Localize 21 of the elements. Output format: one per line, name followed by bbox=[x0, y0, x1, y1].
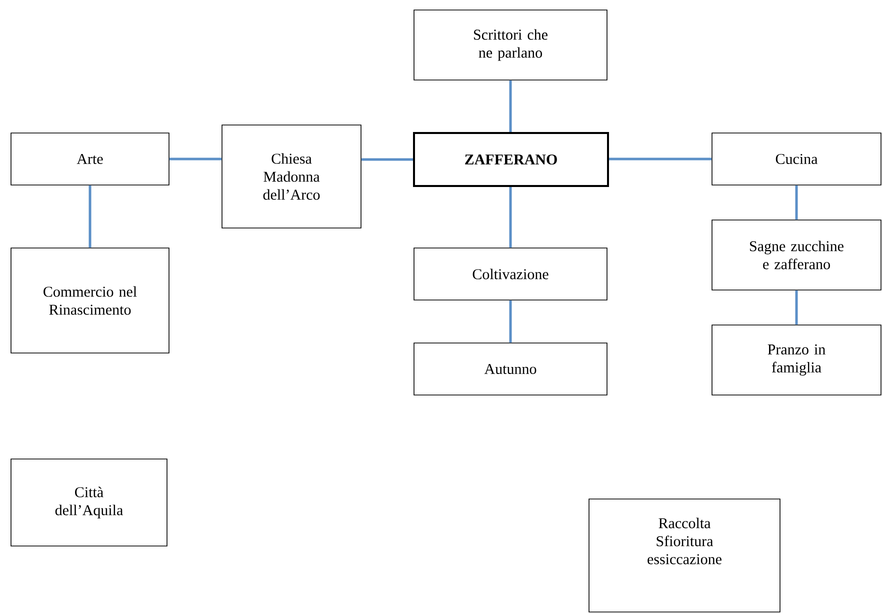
connector-line bbox=[795, 290, 798, 325]
connector-line bbox=[88, 185, 92, 248]
topic-box: Cucina bbox=[712, 132, 882, 186]
topic-box: Commercio nel Rinascimento bbox=[10, 248, 170, 354]
topic-box: Città dell’Aquila bbox=[10, 458, 168, 546]
topic-box: Scrittori che ne parlano bbox=[414, 10, 608, 80]
topic-box: Arte bbox=[10, 132, 170, 186]
connector-line bbox=[509, 80, 512, 132]
topic-box: Chiesa Madonna dell’Arco bbox=[222, 124, 362, 228]
connector-line bbox=[795, 185, 798, 220]
connector-line bbox=[509, 300, 512, 343]
topic-box: Coltivazione bbox=[414, 248, 608, 300]
connector-line bbox=[169, 158, 222, 160]
connector-line bbox=[361, 158, 413, 161]
topic-box: ZAFFERANO bbox=[413, 132, 609, 187]
topic-box: Raccolta Sfioritura essiccazione bbox=[588, 498, 780, 612]
connector-line bbox=[609, 158, 712, 160]
topic-box: Autunno bbox=[414, 342, 608, 396]
connector-line bbox=[509, 187, 512, 248]
topic-box: Sagne zucchine e zafferano bbox=[712, 220, 882, 290]
topic-box: Pranzo in famiglia bbox=[712, 324, 882, 396]
